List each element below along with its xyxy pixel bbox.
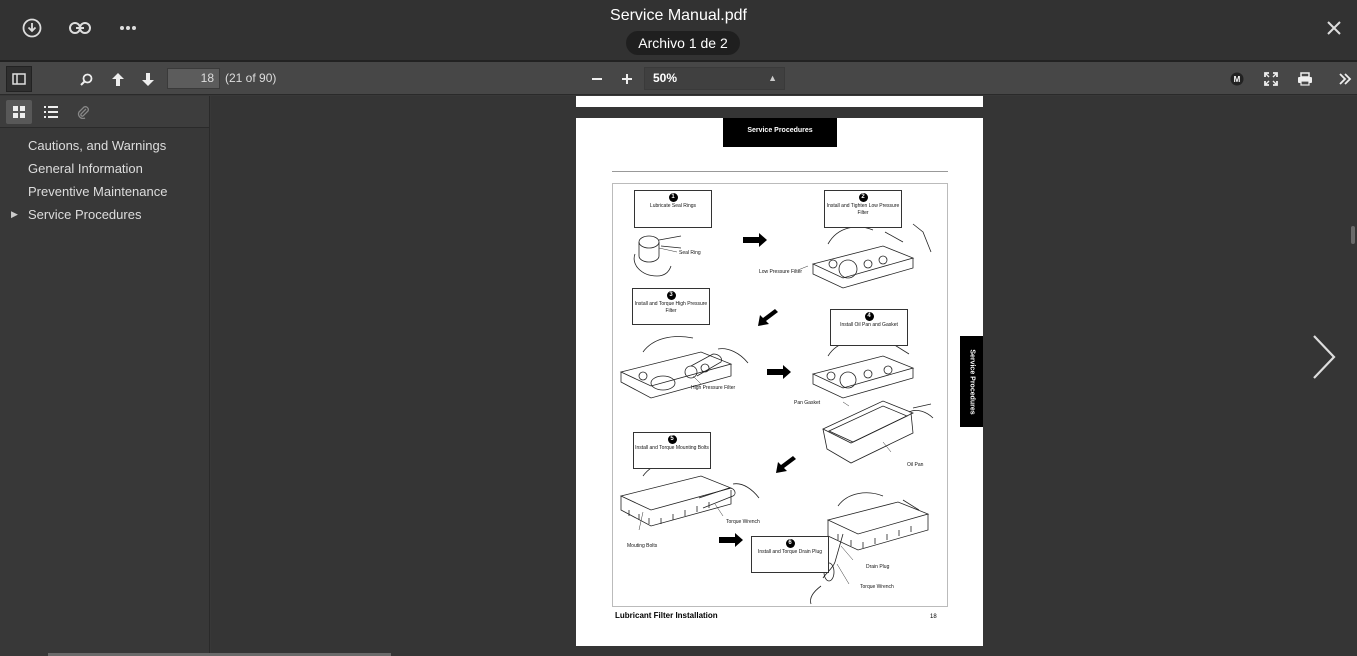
page-count: (21 of 90): [225, 71, 277, 85]
page-header-tab: Service Procedures: [723, 118, 837, 147]
step-text: Install and Torque High Pressure Filter: [634, 301, 708, 314]
outline-item-label: General Information: [28, 161, 143, 176]
outline-item[interactable]: Cautions, and Warnings: [0, 134, 209, 157]
step-number: 5: [667, 435, 677, 444]
outline-item[interactable]: General Information: [0, 157, 209, 180]
step-number: 1: [668, 193, 678, 202]
label-drain-plug: Drain Plug: [866, 564, 890, 570]
extension-m-icon[interactable]: M: [1228, 66, 1246, 92]
document-title: Service Manual.pdf: [610, 7, 747, 24]
sidebar: Cautions, and Warnings General Informati…: [0, 96, 210, 656]
label-high-pressure-filter: High Pressure Filter: [691, 385, 736, 391]
previous-page: [576, 96, 983, 107]
arrow-down-icon[interactable]: [138, 66, 158, 92]
thumbnails-icon[interactable]: [6, 100, 32, 124]
outline-item[interactable]: Preventive Maintenance: [0, 180, 209, 203]
horizontal-scrollbar[interactable]: [48, 653, 391, 656]
step-number: 4: [864, 312, 874, 321]
outline-item-label: Preventive Maintenance: [28, 184, 168, 199]
zoom-value: 50%: [653, 71, 678, 85]
outline-item-label: Service Procedures: [28, 207, 142, 222]
header-rule: [612, 171, 948, 172]
pdf-toolbar: 18 (21 of 90) 50% ▲▼ M: [0, 62, 1357, 104]
sidebar-tabs: [0, 96, 209, 128]
page-number-input[interactable]: 18: [167, 68, 220, 89]
outline-item-label: Cautions, and Warnings: [28, 138, 167, 153]
figure-caption: Lubricant Filter Installation: [615, 611, 718, 620]
step-text: Install and Torque Mounting Bolts: [635, 445, 709, 451]
next-file-chevron-icon[interactable]: [1308, 332, 1338, 382]
step-text: Install Oil Pan and Gasket: [840, 322, 898, 328]
title-bar: Service Manual.pdf Archivo 1 de 2: [0, 0, 1357, 62]
pdf-page: Service Procedures: [576, 118, 983, 646]
label-torque-wrench: Torque Wrench: [860, 584, 894, 590]
step-number: 3: [666, 291, 676, 300]
step-number: 6: [785, 539, 795, 548]
zoom-out-icon[interactable]: [588, 66, 606, 92]
side-section-tab: Service Procedures: [960, 336, 983, 427]
label-oil-pan: Oil Pan: [907, 462, 924, 468]
more-icon[interactable]: [114, 14, 142, 42]
sidebar-toggle-icon[interactable]: [6, 66, 32, 92]
expand-triangle-icon[interactable]: ▶: [11, 209, 18, 219]
label-torque-wrench: Torque Wrench: [726, 519, 760, 525]
step-text: Install and Torque Drain Plug: [757, 549, 823, 555]
close-icon[interactable]: [1320, 14, 1348, 42]
vertical-scrollbar[interactable]: [1347, 96, 1357, 656]
label-low-pressure-filter: Low Pressure Filter: [759, 269, 803, 275]
search-icon[interactable]: [76, 66, 96, 92]
outline-item[interactable]: ▶ Service Procedures: [0, 203, 209, 226]
document-outline: Cautions, and Warnings General Informati…: [0, 128, 209, 226]
side-tab-label: Service Procedures: [968, 348, 975, 415]
label-seal-ring: Seal Ring: [679, 250, 701, 256]
procedure-illustration: [619, 223, 934, 605]
double-chevron-icon[interactable]: [1335, 66, 1355, 92]
svg-text:M: M: [1234, 75, 1241, 84]
zoom-select[interactable]: 50% ▲▼: [644, 67, 785, 104]
print-icon[interactable]: [1295, 66, 1315, 92]
step-text: Install and Tighten Low Pressure Filter: [826, 203, 900, 216]
link-icon[interactable]: [66, 14, 94, 42]
scrollbar-thumb[interactable]: [1351, 226, 1355, 244]
download-icon[interactable]: [18, 14, 46, 42]
step-number: 2: [858, 193, 868, 202]
file-pill[interactable]: Archivo 1 de 2: [626, 31, 740, 55]
document-viewer[interactable]: Service Procedures: [211, 96, 1357, 656]
arrow-up-icon[interactable]: [108, 66, 128, 92]
label-mouting-bolts: Mouting Bolts: [627, 543, 658, 549]
page-number: 18: [930, 614, 937, 620]
fullscreen-icon[interactable]: [1262, 66, 1280, 92]
zoom-in-icon[interactable]: [618, 66, 636, 92]
attachment-icon[interactable]: [70, 100, 96, 124]
label-pan-gasket: Pan Gasket: [794, 400, 821, 406]
step-text: Lubricate Seal Rings: [649, 203, 697, 209]
outline-icon[interactable]: [38, 100, 64, 124]
